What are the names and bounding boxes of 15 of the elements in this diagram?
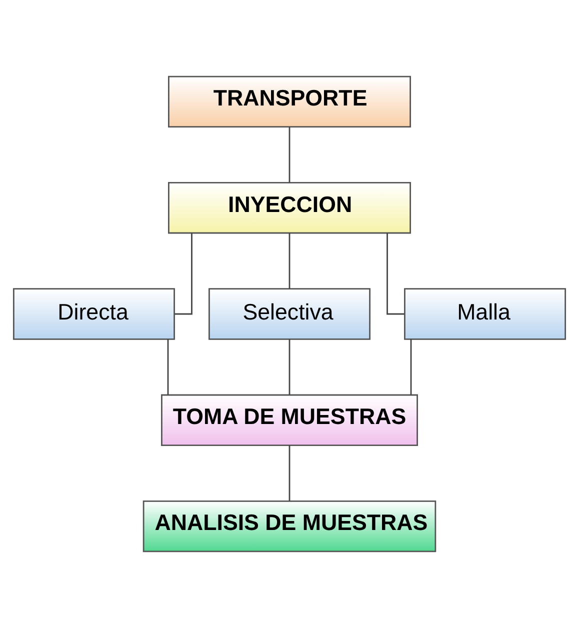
node-box: Directa [12, 288, 175, 340]
node-box: Malla [404, 288, 566, 340]
connector [288, 126, 290, 182]
connector [174, 232, 192, 314]
connector [288, 444, 290, 500]
connector [386, 232, 404, 314]
node-box: Selectiva [208, 288, 370, 340]
connector [167, 338, 169, 394]
connector [288, 232, 290, 288]
node-box: ANALISIS DE MUESTRAS [142, 500, 436, 552]
node-box: TRANSPORTE [168, 75, 411, 128]
connector [288, 338, 290, 394]
connector [410, 338, 412, 394]
node-box: TOMA DE MUESTRAS [161, 394, 418, 446]
node-box: INYECCION [168, 182, 411, 234]
